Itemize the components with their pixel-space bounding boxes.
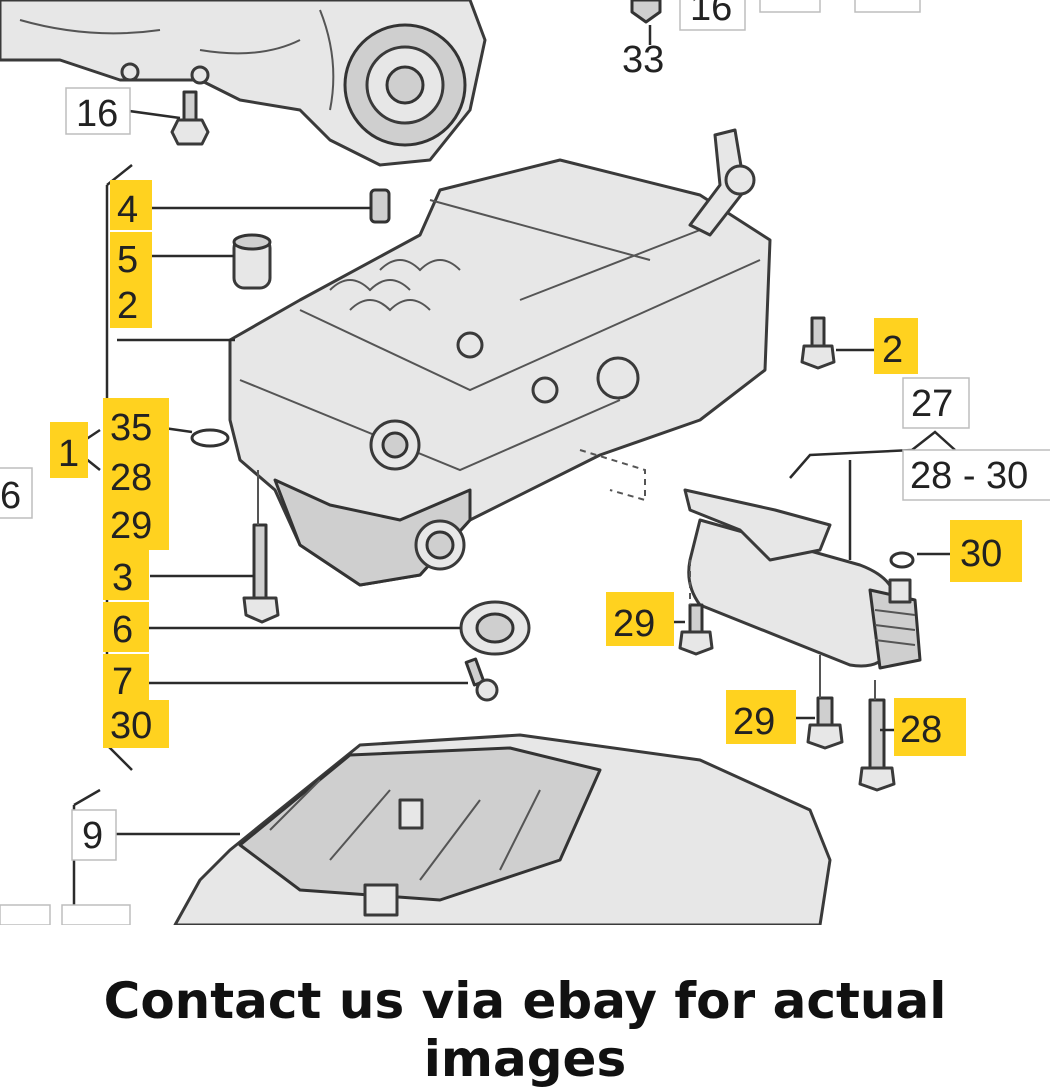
screw-7 [464,657,499,702]
bolt-29-low [806,696,844,750]
label-35: 35 [103,398,169,450]
bolt-16-left [170,90,210,146]
svg-text:6: 6 [0,475,21,517]
label-30-left: 30 [103,700,169,748]
o-ring-30-right [889,551,915,569]
svg-text:16: 16 [76,93,118,135]
svg-text:28: 28 [900,709,942,751]
svg-text:3: 3 [112,557,133,599]
label-3: 3 [103,550,149,600]
svg-text:7: 7 [112,661,133,703]
svg-text:28: 28 [110,457,152,499]
label-6: 6 [103,602,149,652]
svg-text:2: 2 [117,285,138,327]
label-6-edge: 6 [0,467,33,519]
label-9: 9 [71,809,117,861]
o-ring-35 [190,428,230,448]
label-16-top: 16 [679,0,746,31]
svg-text:29: 29 [110,505,152,547]
label-28-left: 28 [103,450,169,499]
svg-text:2: 2 [882,329,903,371]
oil-pan [173,733,832,925]
gearbox-housing [0,0,487,167]
label-box-cut-4 [61,904,131,925]
svg-text:4: 4 [117,189,138,231]
parts-diagram: 16 33 16 4 5 2 1 35 28 29 3 6 [0,0,1050,925]
svg-text:29: 29 [733,701,775,743]
svg-text:30: 30 [960,533,1002,575]
bolt-33 [630,0,662,24]
label-box-cut-1 [759,0,821,13]
svg-text:28 - 30: 28 - 30 [910,455,1028,497]
valve-body [228,128,772,587]
label-29-low: 29 [726,690,796,744]
bolt-29-mid [678,603,714,656]
svg-text:33: 33 [622,39,664,81]
label-2-right: 2 [874,318,918,374]
label-4: 4 [110,180,152,231]
bolt-28-right [858,698,896,792]
sleeve-5 [232,233,272,290]
svg-text:5: 5 [117,239,138,281]
svg-text:27: 27 [911,383,953,425]
label-1: 1 [50,422,88,478]
svg-text:30: 30 [110,705,152,747]
label-2-left: 2 [110,280,152,328]
pin-4 [369,188,391,224]
label-28-right: 28 [894,698,966,756]
bolt-2-right [800,316,836,370]
bolt-3 [242,523,280,624]
label-33: 33 [622,39,664,81]
seal-6 [459,600,531,656]
contact-notice: Contact us via ebay for actual images [103,972,947,1088]
svg-text:6: 6 [112,609,133,651]
label-27: 27 [902,377,970,429]
label-29-mid: 29 [606,592,674,646]
label-30-right: 30 [950,520,1022,582]
svg-text:29: 29 [613,603,655,645]
label-28-30: 28 - 30 [902,449,1050,501]
oil-cooler [683,488,922,670]
svg-text:35: 35 [110,407,152,449]
label-box-cut-2 [854,0,921,13]
label-5: 5 [110,232,152,281]
svg-text:9: 9 [82,815,103,857]
label-7: 7 [103,654,149,703]
svg-text:16: 16 [690,0,732,29]
label-box-cut-3 [0,904,51,925]
svg-text:1: 1 [58,433,79,475]
label-16-left: 16 [65,87,131,135]
label-29-left: 29 [103,498,169,550]
